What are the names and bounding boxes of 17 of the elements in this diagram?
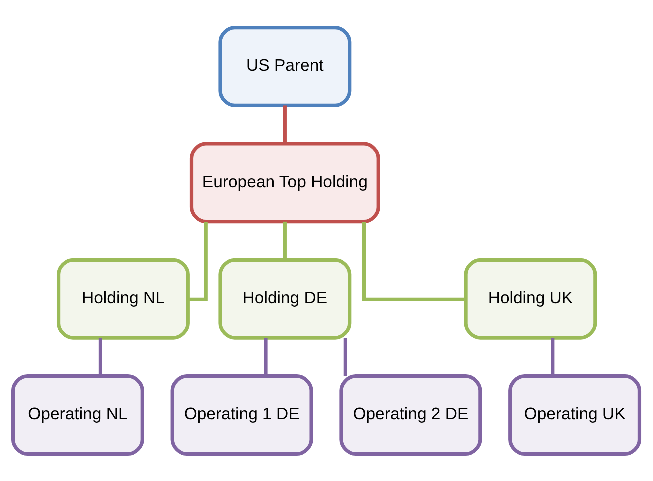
node-box: Operating 1 DE xyxy=(170,374,314,456)
node-box: US Parent xyxy=(218,26,352,107)
node-box: European Top Holding xyxy=(190,142,380,224)
node-box: Holding DE xyxy=(218,258,352,340)
connector xyxy=(264,338,268,376)
node-box: Holding UK xyxy=(464,258,598,340)
connector xyxy=(98,338,103,376)
node-box: Operating UK xyxy=(508,374,642,456)
connector xyxy=(283,105,287,144)
connector xyxy=(362,222,466,301)
node-box: Operating NL xyxy=(11,374,144,456)
connector xyxy=(283,221,287,260)
node-box: Holding NL xyxy=(57,258,190,340)
connector xyxy=(344,338,348,376)
connector xyxy=(188,222,208,301)
node-box: Operating 2 DE xyxy=(340,374,482,456)
connector xyxy=(551,338,555,376)
